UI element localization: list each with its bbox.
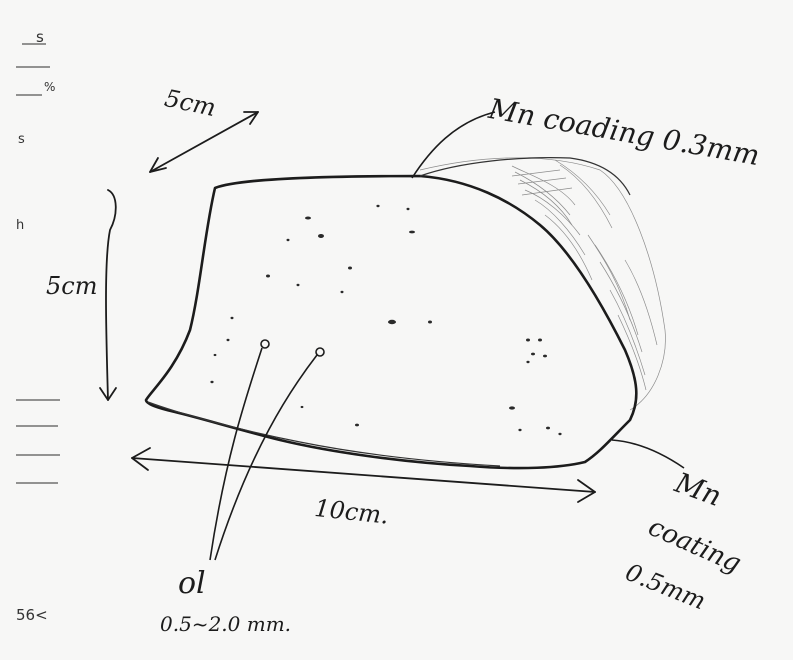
mn-leader-lines bbox=[412, 112, 684, 468]
dimension-arrows bbox=[100, 112, 595, 502]
margin-fragment-percent: % bbox=[44, 80, 55, 94]
ol-size-label: 0.5~2.0 mm. bbox=[160, 612, 291, 636]
margin-lines bbox=[16, 44, 60, 483]
ol-label: ol bbox=[178, 566, 206, 601]
height-dimension-label: 5cm bbox=[46, 272, 97, 300]
mn-coating-shading bbox=[420, 158, 665, 410]
olivine-speckles bbox=[210, 205, 561, 435]
ol-leader-lines bbox=[210, 340, 324, 560]
margin-fragment-top: s bbox=[36, 28, 44, 46]
rock-outline-echo bbox=[148, 158, 630, 466]
margin-fragment-mid-2: h bbox=[16, 218, 24, 233]
margin-fragment-bottom: 56< bbox=[16, 606, 48, 624]
margin-fragment-mid-1: s bbox=[18, 132, 25, 147]
